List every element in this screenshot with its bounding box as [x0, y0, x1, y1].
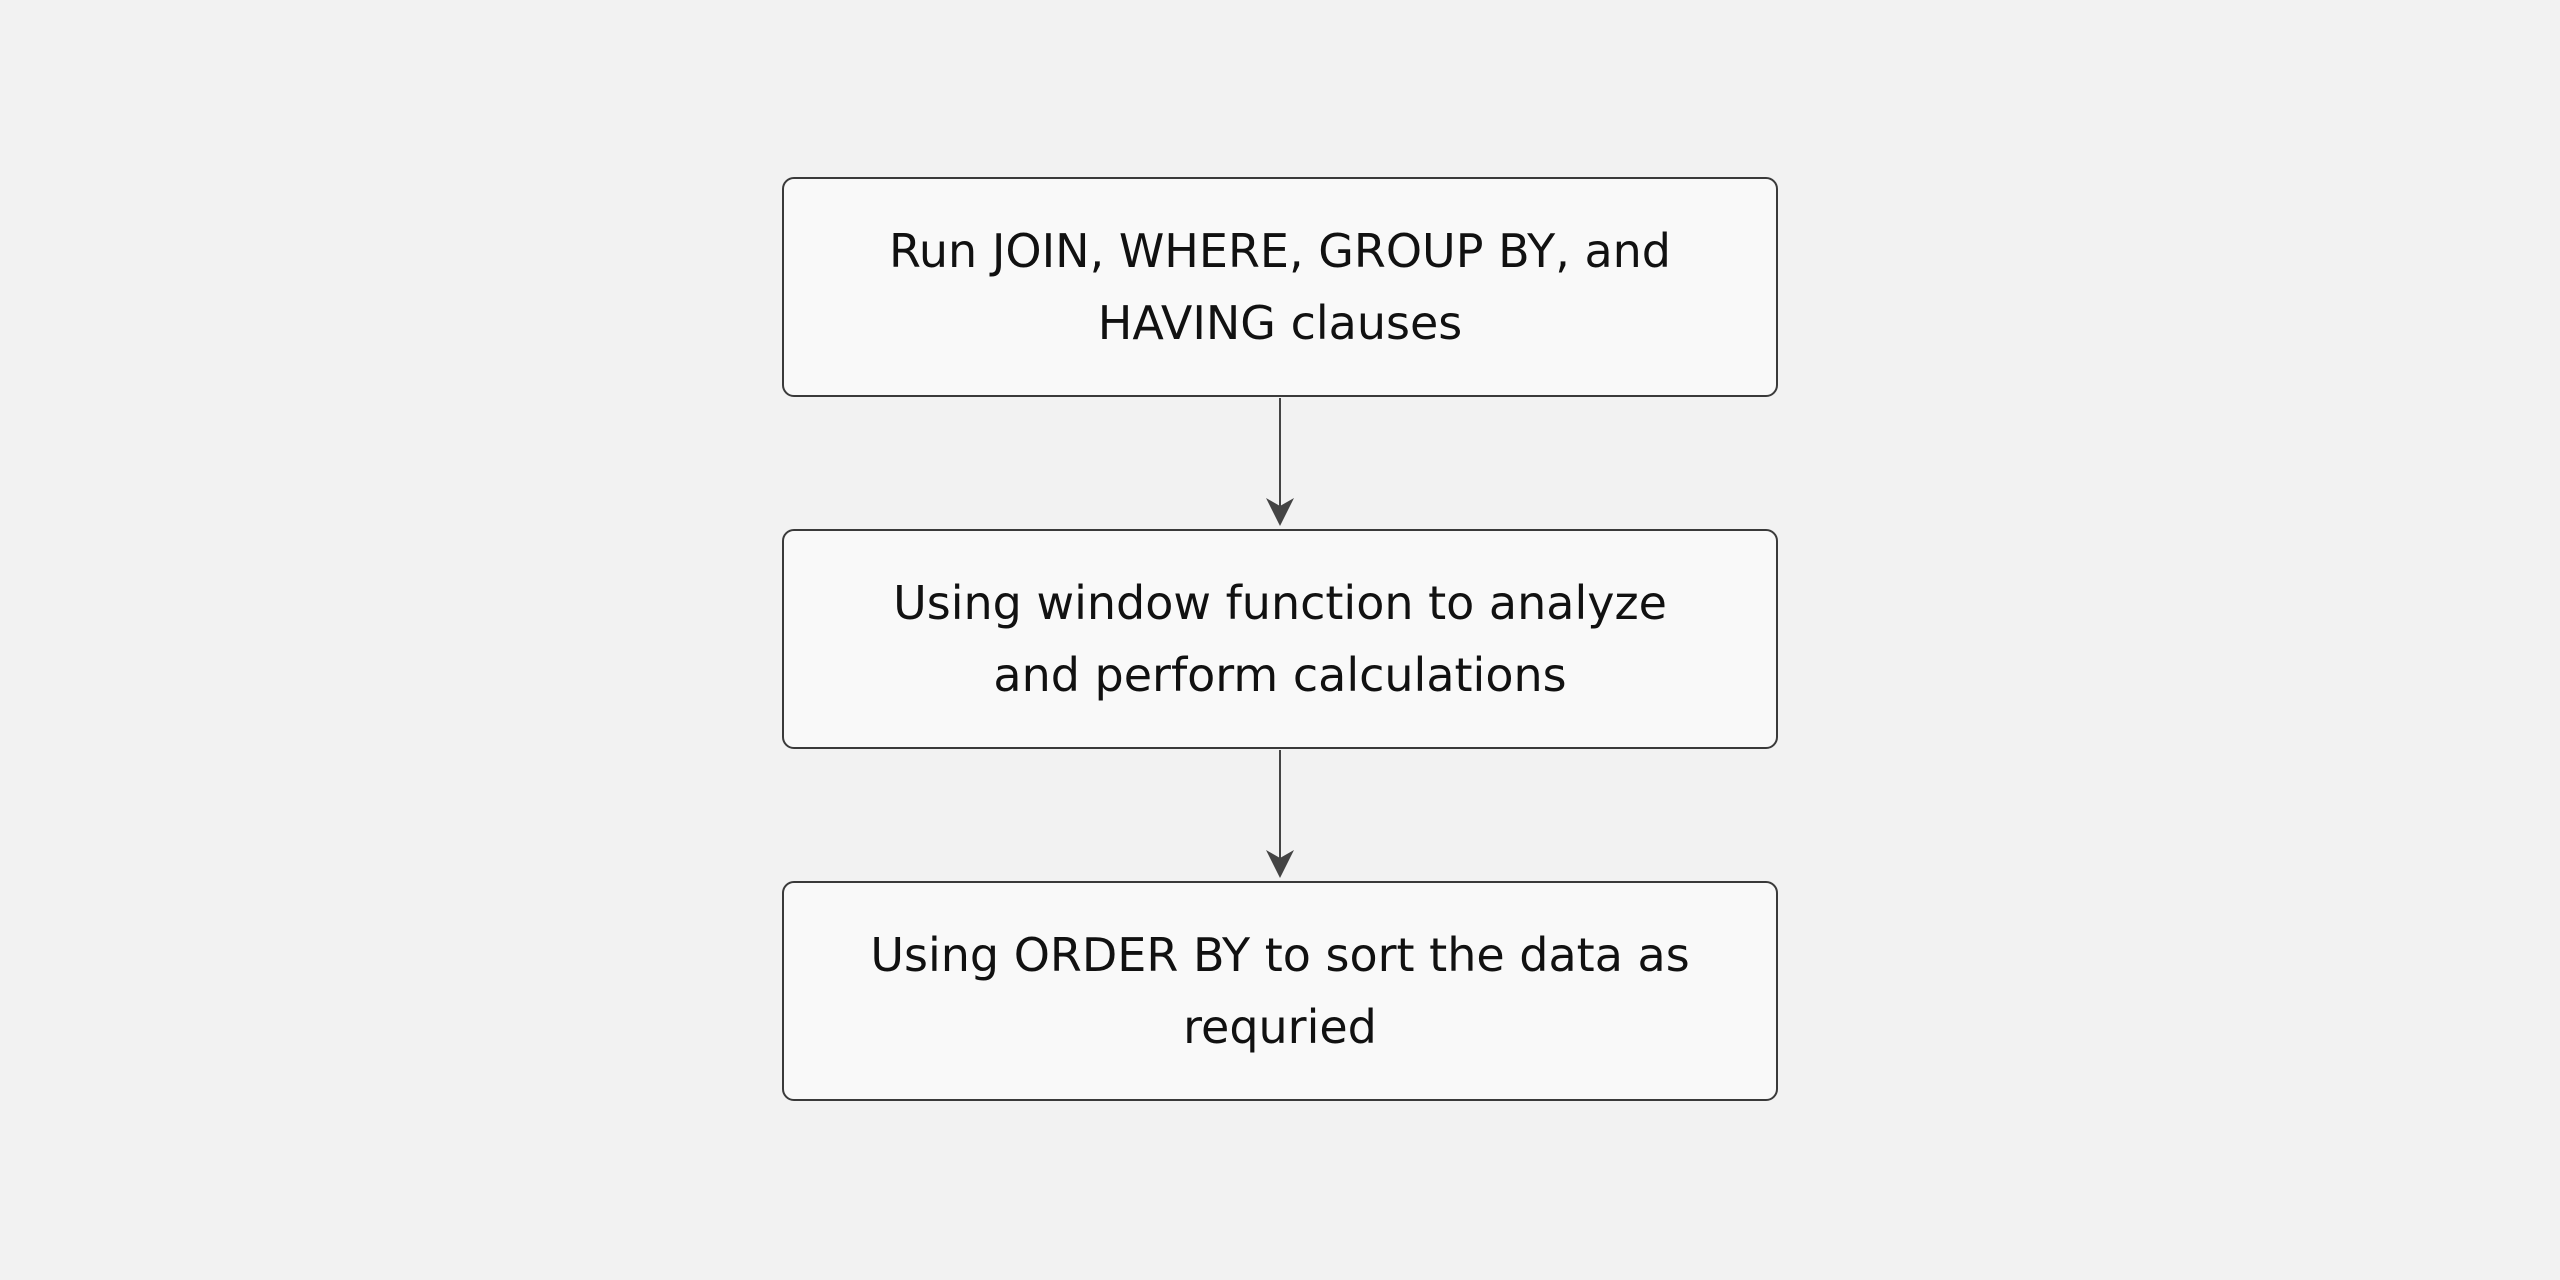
node-label: Using ORDER BY to sort the data as requr… — [870, 928, 1690, 1054]
flow-node-step-1: Run JOIN, WHERE, GROUP BY, and HAVING cl… — [782, 177, 1778, 397]
arrowhead-icon — [1266, 498, 1294, 526]
node-label: Using window function to analyze and per… — [893, 576, 1667, 702]
flow-node-step-3: Using ORDER BY to sort the data as requr… — [782, 881, 1778, 1101]
flow-node-step-2: Using window function to analyze and per… — [782, 529, 1778, 749]
node-label: Run JOIN, WHERE, GROUP BY, and HAVING cl… — [889, 224, 1671, 350]
arrowhead-icon — [1266, 850, 1294, 878]
arrow-step-2-to-step-3 — [1266, 750, 1294, 878]
arrow-step-1-to-step-2 — [1266, 398, 1294, 526]
